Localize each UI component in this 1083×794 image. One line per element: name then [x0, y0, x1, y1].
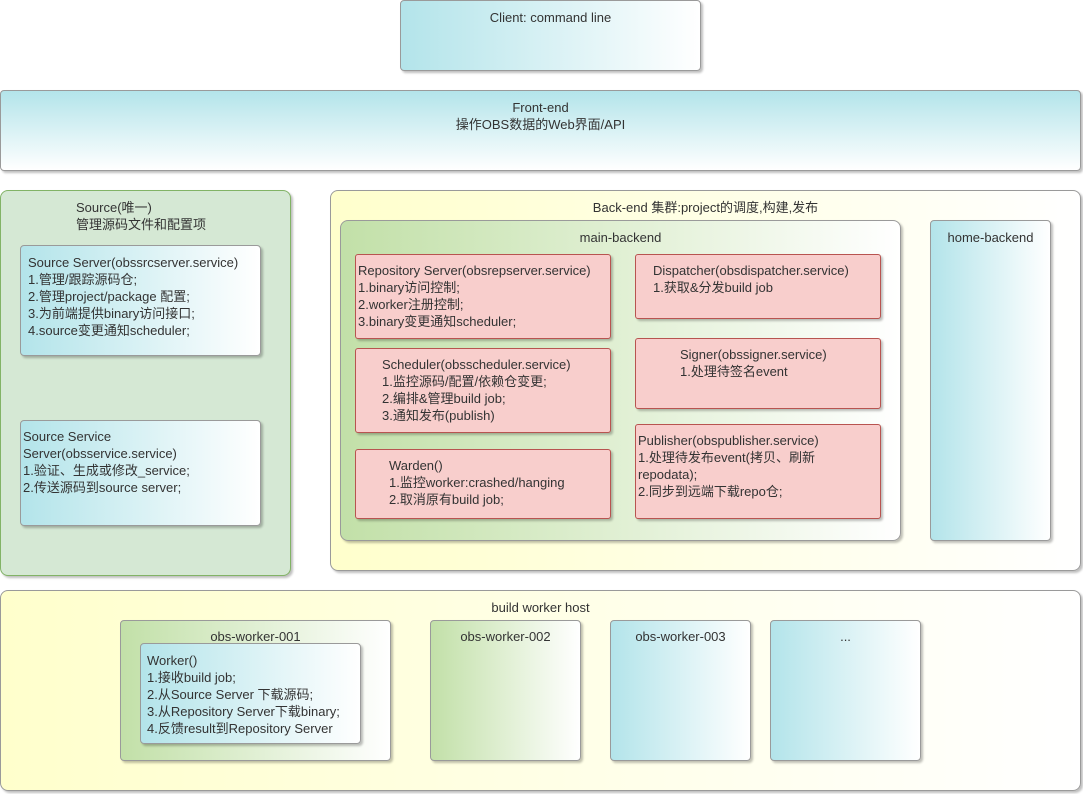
worker-more-box: ... [770, 620, 921, 761]
warden-box: Warden() 1.监控worker:crashed/hanging 2.取消… [355, 449, 611, 519]
scheduler-box: Scheduler(obsscheduler.service) 1.监控源码/配… [355, 348, 611, 433]
worker-detail-box: Worker() 1.接收build job; 2.从Source Server… [140, 643, 361, 744]
warden-text: Warden() 1.监控worker:crashed/hanging 2.取消… [389, 458, 565, 507]
home-backend-box: home-backend [930, 220, 1051, 541]
scheduler-text: Scheduler(obsscheduler.service) 1.监控源码/配… [382, 357, 571, 423]
worker-002-box: obs-worker-002 [430, 620, 581, 761]
publisher-box: Publisher(obspublisher.service) 1.处理待发布e… [635, 424, 881, 519]
client-label: Client: command line [489, 10, 612, 25]
repository-server-box: Repository Server(obsrepserver.service) … [355, 254, 611, 339]
worker-001-title: obs-worker-001 [210, 629, 301, 644]
dispatcher-box: Dispatcher(obsdispatcher.service) 1.获取&分… [635, 254, 881, 319]
source-server-text: Source Server(obssrcserver.service) 1.管理… [28, 255, 239, 338]
worker-more-title: ... [840, 629, 851, 644]
backend-title: Back-end 集群:project的调度,构建,发布 [592, 200, 819, 215]
worker-host-title: build worker host [491, 600, 590, 615]
signer-box: Signer(obssigner.service) 1.处理待签名event [635, 338, 881, 409]
source-service-box: Source Service Server(obsservice.service… [20, 420, 261, 526]
client-box: Client: command line [400, 0, 701, 71]
worker-003-title: obs-worker-003 [635, 629, 726, 644]
home-backend-title: home-backend [947, 230, 1034, 245]
frontend-desc: 操作OBS数据的Web界面/API [455, 117, 626, 132]
worker-003-box: obs-worker-003 [610, 620, 751, 761]
source-service-text: Source Service Server(obsservice.service… [23, 429, 190, 495]
source-title: Source(唯一) 管理源码文件和配置项 [76, 200, 207, 232]
publisher-text: Publisher(obspublisher.service) 1.处理待发布e… [638, 433, 819, 499]
frontend-label: Front-end [512, 100, 569, 115]
frontend-box: Front-end 操作OBS数据的Web界面/API [0, 90, 1081, 171]
dispatcher-text: Dispatcher(obsdispatcher.service) 1.获取&分… [653, 263, 849, 295]
worker-detail-text: Worker() 1.接收build job; 2.从Source Server… [147, 653, 340, 736]
main-backend-title: main-backend [579, 230, 662, 245]
repository-server-text: Repository Server(obsrepserver.service) … [358, 263, 591, 329]
signer-text: Signer(obssigner.service) 1.处理待签名event [680, 347, 827, 379]
worker-002-title: obs-worker-002 [460, 629, 551, 644]
source-server-box: Source Server(obssrcserver.service) 1.管理… [20, 245, 261, 356]
